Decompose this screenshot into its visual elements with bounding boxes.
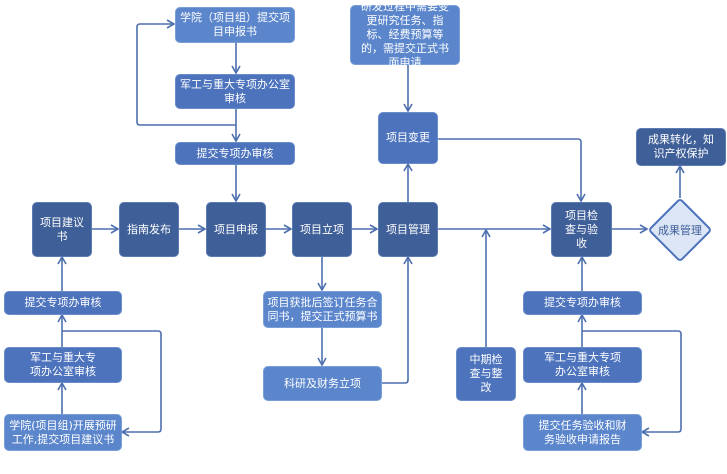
arrow-right-loop-back [582,330,682,437]
node-top-college-submit: 学院（项目组）提交项目申报书 [175,7,295,43]
node-left-college-research: 学院(项目组)开展预研工作,提交项目建议书 [4,414,122,451]
node-project-change: 项目变更 [378,112,438,164]
node-project-application: 项目申报 [206,202,266,257]
node-finance-approval: 科研及财务立项 [263,366,382,401]
node-achievement-management: 成果管理 [647,197,713,263]
achievement-management-label: 成果管理 [658,224,702,237]
node-guide-release: 指南发布 [119,202,179,257]
arrow-finance-to-management [381,255,413,384]
node-midterm-check: 中期检查与整改 [456,347,516,401]
node-left-military-review: 军工与重大专项办公室审核 [4,347,122,383]
node-right-special-review: 提交专项办审核 [523,291,642,315]
node-right-military-review: 军工与重大专项办公室审核 [523,347,642,383]
node-achievement-transfer: 成果转化，知识产权保护 [636,128,726,166]
node-project-inspection: 项目检查与验收 [551,202,612,257]
arrow-left-loop-back [62,330,162,437]
node-top-military-review: 军工与重大专项办公室审核 [175,74,295,109]
node-project-management: 项目管理 [378,202,438,257]
node-left-special-review: 提交专项办审核 [4,291,122,315]
node-project-proposal: 项目建议书 [32,202,92,257]
arrow-change-to-inspection [437,138,586,203]
node-contract-sign: 项目获批后签订任务合同书，提交正式预算书 [263,291,382,328]
node-project-approval: 项目立项 [292,202,352,257]
node-change-request-note: 研发过程中需要变更研究任务、指标、经费预算等的，需提交正式书面申请 [350,0,460,69]
node-acceptance-report: 提交任务验收和财务验收申请报告 [523,414,642,451]
arrow-top-loop-back [136,19,236,126]
node-top-special-review: 提交专项办审核 [175,142,295,165]
